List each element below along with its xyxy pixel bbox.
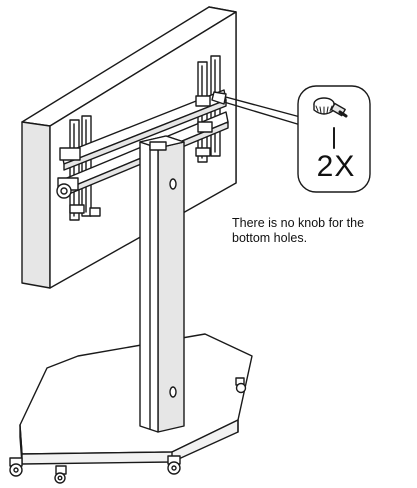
caster-wheel-icon: [235, 377, 247, 394]
callout-bubble: [297, 85, 371, 193]
side-knob-icon: [56, 183, 72, 199]
caster-wheel-icon: [167, 455, 181, 475]
callout-leader: [211, 91, 305, 127]
mounting-bracket: [56, 55, 229, 221]
quantity-label: 2X: [316, 150, 356, 183]
caster-wheel-icon: [9, 457, 23, 477]
assembly-note-line-2: bottom holes.: [232, 231, 308, 245]
assembly-note: There is no knob for the bottom holes.: [232, 216, 416, 246]
caster-wheel-icon: [54, 465, 67, 484]
assembly-note-line-1: There is no knob for the: [232, 216, 365, 230]
stand-base: [9, 333, 253, 484]
screw-knob-icon: [313, 97, 348, 118]
stand-column: [139, 135, 185, 433]
